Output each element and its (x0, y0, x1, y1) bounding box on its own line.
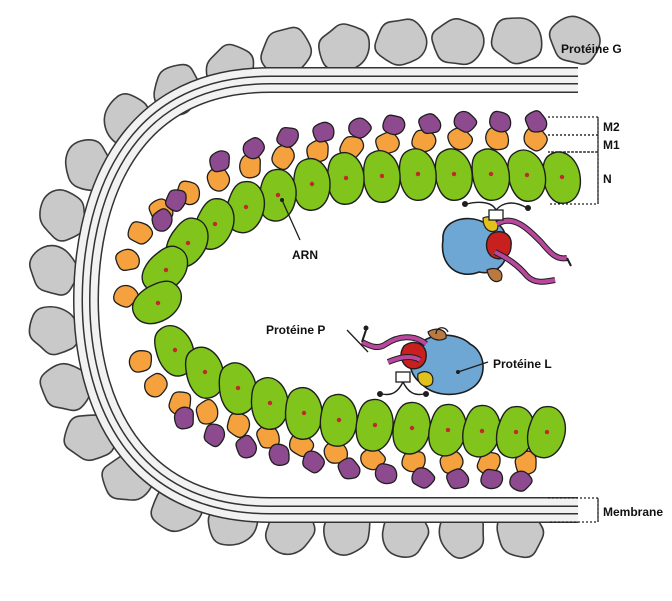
matrix-protein-m1 (145, 373, 167, 396)
glycoprotein-spike (492, 18, 542, 64)
matrix-protein-m2 (447, 469, 469, 489)
rna-dot (302, 411, 306, 415)
matrix-protein-m1 (272, 145, 294, 169)
matrix-protein-m2 (277, 128, 298, 148)
glycoprotein-spike (319, 24, 369, 70)
matrix-protein-m2 (383, 115, 405, 134)
matrix-protein-m2 (174, 407, 193, 429)
rna-dot (310, 182, 314, 186)
matrix-protein-m1 (116, 249, 140, 270)
nucleoprotein (327, 152, 365, 205)
matrix-protein-m1 (129, 351, 151, 372)
label-protein-p: Protéine P (266, 323, 325, 337)
matrix-protein-m2 (313, 122, 334, 142)
nucleoprotein (504, 146, 550, 204)
matrix-protein-m2 (349, 118, 371, 138)
matrix-protein-m2 (419, 114, 441, 134)
label-n: N (603, 172, 612, 186)
matrix-protein-m2 (166, 190, 187, 211)
nucleoprotein (286, 388, 322, 440)
nucleoprotein (250, 376, 290, 430)
nucleoprotein (319, 393, 359, 447)
nucleoprotein (432, 146, 475, 202)
matrix-protein-m1 (128, 222, 152, 244)
label-membrane: Membrane (603, 505, 663, 519)
nucleoprotein (389, 400, 434, 457)
label-protein-g: Protéine G (561, 42, 622, 56)
matrix-protein-m2 (490, 111, 511, 131)
glycoprotein-spike (432, 19, 484, 65)
matrix-protein-m2 (412, 468, 435, 488)
matrix-protein-m2 (204, 424, 224, 446)
label-protein-l: Protéine L (493, 357, 552, 371)
matrix-protein-m2 (510, 471, 532, 491)
nucleoprotein (468, 146, 513, 203)
label-m1: M1 (603, 138, 620, 152)
matrix-protein-m2 (303, 451, 325, 473)
glycoprotein-spike (375, 19, 427, 65)
polymerase-complex-bottom (362, 326, 483, 398)
glycoprotein-spike (550, 16, 600, 64)
matrix-protein-m2 (525, 111, 546, 132)
glycoprotein-spike (30, 246, 78, 295)
matrix-protein-m2 (243, 138, 264, 159)
matrix-protein-m2 (236, 435, 256, 457)
matrix-protein-m2 (481, 469, 503, 488)
glycoprotein-spike (40, 190, 85, 241)
matrix-protein-m2 (375, 464, 396, 484)
glycoprotein-spike (29, 307, 77, 355)
nucleoprotein (397, 147, 439, 202)
matrix-protein-m2 (338, 458, 360, 479)
matrix-protein-m1 (227, 413, 249, 437)
matrix-protein-m2 (210, 151, 230, 172)
nucleoprotein (353, 397, 396, 453)
nucleoprotein (362, 149, 402, 203)
label-m2: M2 (603, 120, 620, 134)
matrix-protein-m1 (196, 399, 217, 424)
label-arn: ARN (292, 248, 318, 262)
nucleoprotein (294, 159, 330, 211)
nucleoprotein (126, 274, 189, 331)
matrix-protein-m2 (269, 444, 289, 465)
polymerase-complex-top (442, 201, 571, 282)
